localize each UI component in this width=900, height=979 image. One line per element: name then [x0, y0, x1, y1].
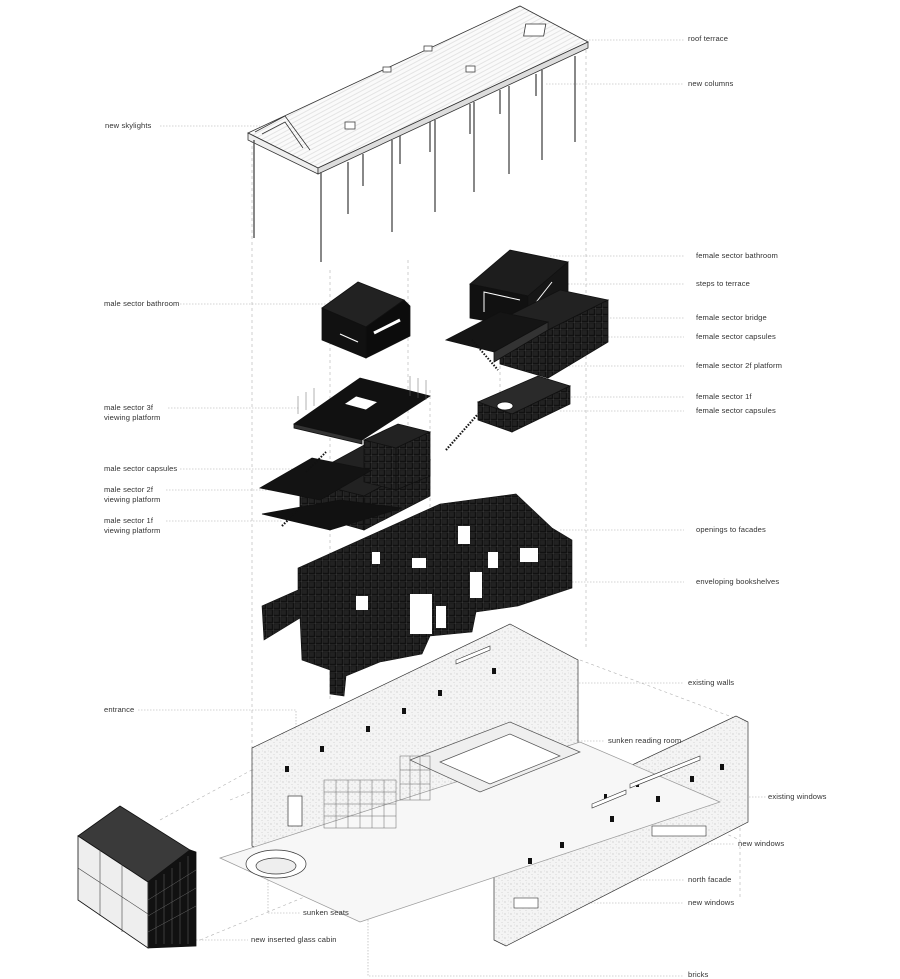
label-sunken-reading-room: sunken reading room: [608, 736, 682, 745]
label-bricks: bricks: [688, 970, 709, 979]
label-line: male sector 3f: [104, 403, 154, 412]
label-enveloping-bookshelves: enveloping bookshelves: [696, 577, 780, 586]
label-line: male sector 1f: [104, 516, 154, 525]
label-male-sector-3f-viewing-platform: male sector 3f viewing platform: [104, 403, 160, 422]
female-1f: [445, 375, 572, 451]
label-female-sector-2f-platform: female sector 2f platform: [696, 361, 783, 370]
label-existing-walls: existing walls: [688, 678, 735, 687]
label-female-sector-bathroom: female sector bathroom: [696, 251, 778, 260]
bookshelves: [261, 493, 573, 697]
label-new-windows-lower: new windows: [688, 898, 735, 907]
label-female-sector-capsules-upper: female sector capsules: [696, 332, 776, 341]
label-male-sector-bathroom: male sector bathroom: [104, 299, 180, 308]
label-steps-to-terrace: steps to terrace: [696, 279, 750, 288]
label-new-columns: new columns: [688, 79, 734, 88]
label-male-sector-capsules: male sector capsules: [104, 464, 178, 473]
label-entrance: entrance: [104, 705, 135, 714]
glass-cabin: [77, 805, 197, 949]
label-roof-terrace: roof terrace: [688, 34, 729, 43]
roof: [247, 5, 589, 175]
label-line: viewing platform: [104, 494, 161, 504]
label-female-sector-capsules-lower: female sector capsules: [696, 406, 776, 415]
existing-walls: [219, 623, 749, 947]
label-new-windows-upper: new windows: [738, 839, 785, 848]
label-new-inserted-glass-cabin: new inserted glass cabin: [251, 935, 337, 944]
label-line: viewing platform: [104, 412, 161, 422]
male-bathroom: [321, 281, 411, 359]
male-capsules: [258, 423, 432, 531]
female-upper: [444, 249, 610, 379]
skylight-marks: [344, 45, 476, 130]
label-line: viewing platform: [104, 525, 161, 535]
label-male-sector-1f-viewing-platform: male sector 1f viewing platform: [104, 516, 160, 535]
label-north-facade: north facade: [688, 875, 732, 884]
label-male-sector-2f-viewing-platform: male sector 2f viewing platform: [104, 485, 160, 504]
new-columns: [253, 56, 576, 262]
label-existing-windows: existing windows: [768, 792, 827, 801]
label-line: male sector 2f: [104, 485, 154, 494]
label-new-skylights: new skylights: [105, 121, 152, 130]
label-female-sector-1f: female sector 1f: [696, 392, 752, 401]
label-female-sector-bridge: female sector bridge: [696, 313, 767, 322]
label-openings-to-facades: openings to facades: [696, 525, 766, 534]
label-sunken-seats: sunken seats: [303, 908, 349, 917]
male-3f: [293, 376, 431, 445]
